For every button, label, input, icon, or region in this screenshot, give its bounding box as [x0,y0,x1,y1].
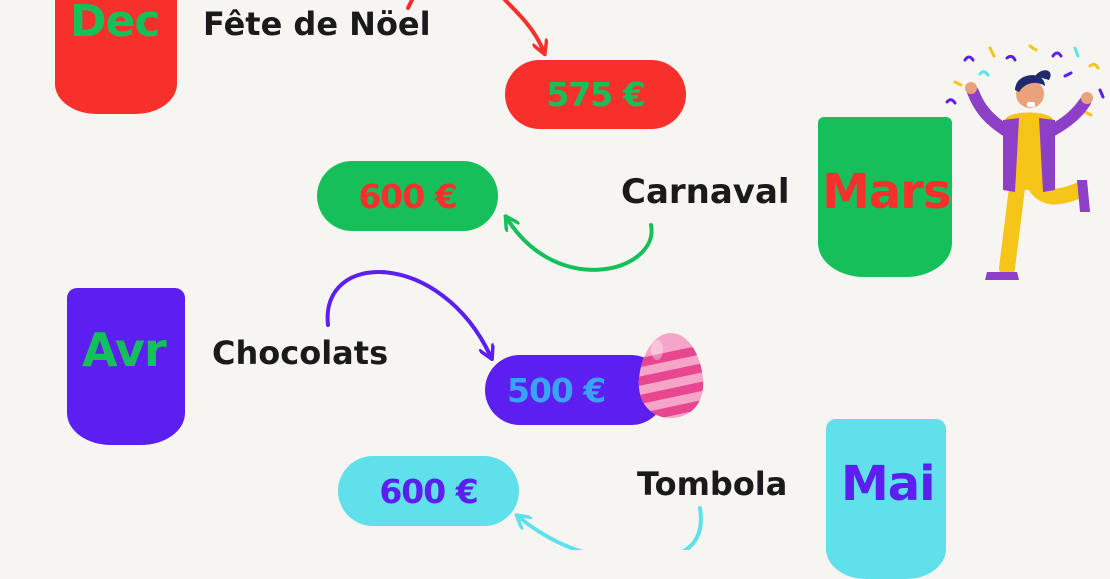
event-label-mai: Tombola [637,465,788,503]
celebrating-person-illustration [945,44,1105,280]
month-label-avr: Avr [82,323,167,377]
event-label-dec: Fête de Nöel [203,5,431,43]
month-label-dec: Dec [70,0,160,47]
amount-pill-mai: 600 € [338,456,519,526]
arrows-layer [325,0,703,550]
confetti [945,44,1105,117]
month-cup-dec [55,0,177,114]
arrow-avr [325,270,490,355]
month-label-mars: Mars [822,164,951,220]
amount-pill-dec: 575 € [505,60,686,129]
arrow-dec [503,0,543,50]
easter-egg-icon [638,333,704,418]
arrow-mai [520,506,703,550]
event-label-avr: Chocolats [212,334,389,372]
amount-pill-avr: 500 € [485,355,666,425]
amount-pill-mars: 600 € [317,161,498,231]
month-label-mai: Mai [841,456,936,512]
month-cup-avr [67,288,185,445]
month-cup-mars [818,117,952,277]
event-label-mars: Carnaval [621,172,790,212]
arrow-mars [508,220,654,272]
